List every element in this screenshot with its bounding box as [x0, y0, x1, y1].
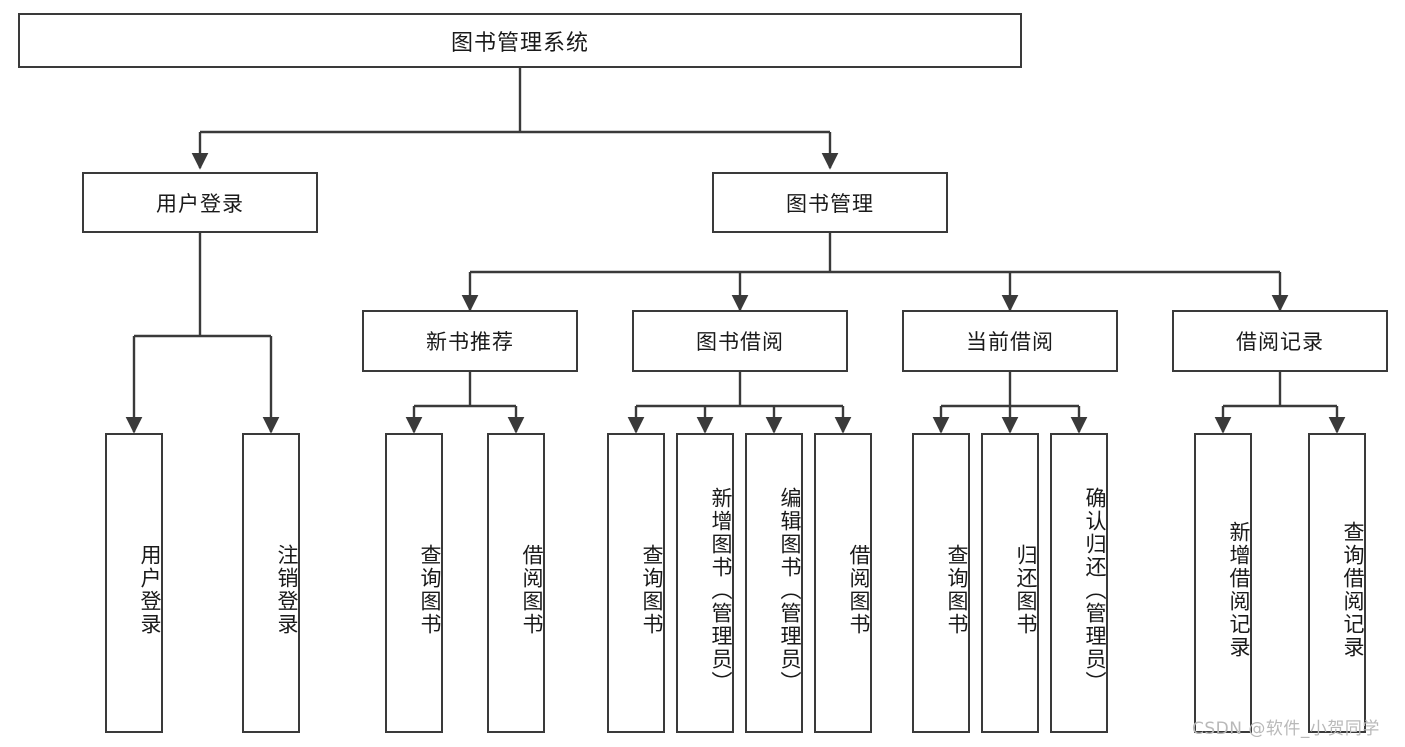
node-user-login[interactable]: 用户登录	[82, 172, 318, 233]
node-label: 新书推荐	[426, 330, 514, 354]
node-leaf-query-book-3[interactable]: 查询图书	[912, 433, 970, 733]
node-label: 借阅图书	[847, 544, 871, 636]
node-label: 注销登录	[275, 544, 299, 636]
csdn-watermark: CSDN @软件_小贺同学	[1192, 719, 1380, 739]
node-book-management[interactable]: 图书管理	[712, 172, 948, 233]
node-label: 当前借阅	[966, 330, 1054, 354]
node-label: 编辑图书（管理员）	[778, 486, 802, 694]
node-label: 查询借阅记录	[1341, 521, 1365, 659]
node-leaf-edit-book[interactable]: 编辑图书（管理员）	[745, 433, 803, 733]
node-leaf-borrow-book-2[interactable]: 借阅图书	[814, 433, 872, 733]
node-label: 确认归还（管理员）	[1083, 486, 1107, 694]
node-label: 用户登录	[138, 544, 162, 636]
node-leaf-query-book-1[interactable]: 查询图书	[385, 433, 443, 733]
node-label: 查询图书	[418, 544, 442, 636]
node-label: 图书借阅	[696, 330, 784, 354]
node-leaf-query-record[interactable]: 查询借阅记录	[1308, 433, 1366, 733]
node-label: 查询图书	[640, 544, 664, 636]
node-leaf-return-book[interactable]: 归还图书	[981, 433, 1039, 733]
node-leaf-borrow-book-1[interactable]: 借阅图书	[487, 433, 545, 733]
node-label: 查询图书	[945, 544, 969, 636]
node-leaf-query-book-2[interactable]: 查询图书	[607, 433, 665, 733]
node-label: 归还图书	[1014, 544, 1038, 636]
node-book-borrow[interactable]: 图书借阅	[632, 310, 848, 372]
node-label: 新增借阅记录	[1227, 521, 1251, 659]
node-leaf-confirm-return[interactable]: 确认归还（管理员）	[1050, 433, 1108, 733]
node-leaf-add-book[interactable]: 新增图书（管理员）	[676, 433, 734, 733]
node-leaf-user-login[interactable]: 用户登录	[105, 433, 163, 733]
node-book-management-system[interactable]: 图书管理系统	[18, 13, 1022, 68]
node-label: 借阅记录	[1236, 330, 1324, 354]
node-new-book-recommend[interactable]: 新书推荐	[362, 310, 578, 372]
node-leaf-add-record[interactable]: 新增借阅记录	[1194, 433, 1252, 733]
node-borrow-record[interactable]: 借阅记录	[1172, 310, 1388, 372]
node-label: 图书管理	[786, 191, 874, 216]
node-label: 借阅图书	[520, 544, 544, 636]
node-leaf-logout-login[interactable]: 注销登录	[242, 433, 300, 733]
node-label: 用户登录	[156, 191, 244, 216]
node-label: 新增图书（管理员）	[709, 486, 733, 694]
node-label: 图书管理系统	[450, 30, 589, 56]
node-current-borrow[interactable]: 当前借阅	[902, 310, 1118, 372]
